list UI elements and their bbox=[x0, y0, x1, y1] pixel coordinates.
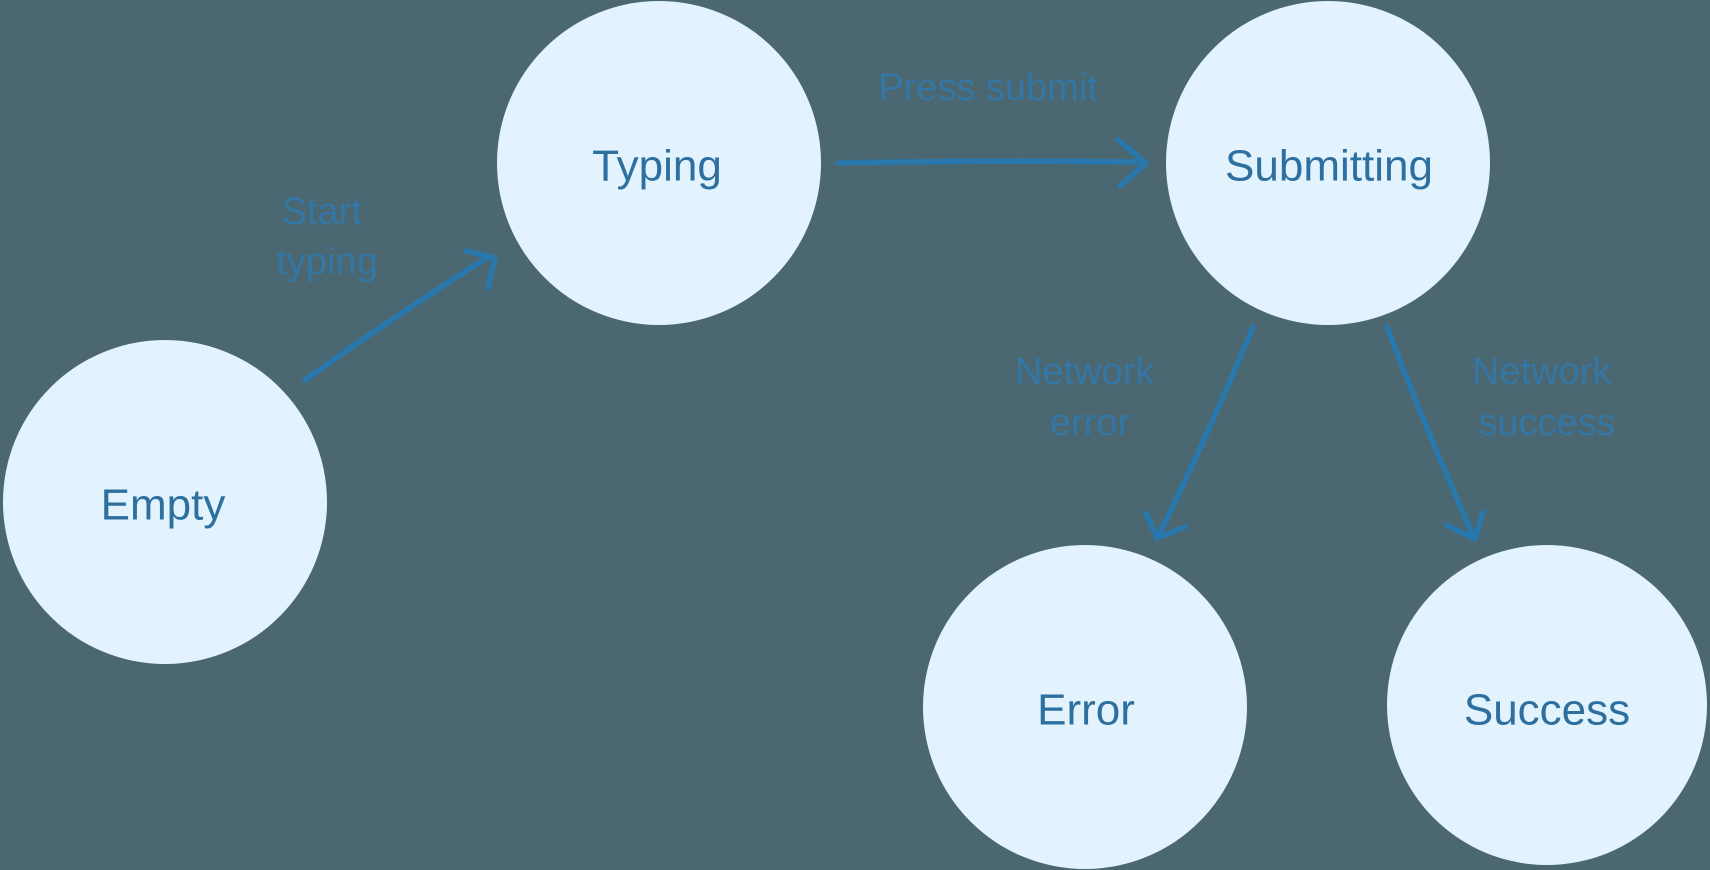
arrow-head bbox=[463, 248, 498, 291]
state-circle-submitting bbox=[1166, 1, 1490, 325]
state-label-typing: Typing bbox=[592, 142, 722, 191]
arrow-head bbox=[1115, 137, 1149, 189]
state-node-empty: Empty bbox=[3, 340, 327, 664]
transition-label-network-success: Network success bbox=[1472, 351, 1622, 444]
state-label-success: Success bbox=[1464, 686, 1630, 735]
arrow-shaft bbox=[1155, 324, 1256, 540]
state-label-error: Error bbox=[1037, 686, 1135, 735]
arrow-shaft bbox=[302, 253, 493, 383]
state-label-submitting: Submitting bbox=[1225, 142, 1433, 191]
arrow-head bbox=[1444, 509, 1486, 542]
state-node-typing: Typing bbox=[497, 1, 821, 325]
state-label-empty: Empty bbox=[101, 481, 226, 530]
arrow-shaft bbox=[1384, 324, 1477, 540]
transition-typing-to-submitting: Press submit bbox=[835, 67, 1149, 189]
arrow-shaft bbox=[835, 158, 1147, 166]
arrow-head bbox=[1143, 510, 1188, 541]
transition-label-start-typing: Start typing bbox=[276, 191, 377, 283]
transition-empty-to-typing: Start typing bbox=[276, 191, 498, 383]
transition-submitting-to-success: Network success bbox=[1384, 324, 1622, 542]
state-circle-success bbox=[1387, 545, 1707, 865]
transition-label-network-error: Network error bbox=[1015, 351, 1165, 444]
state-node-success: Success bbox=[1387, 545, 1707, 865]
transition-submitting-to-error: Network error bbox=[1015, 324, 1256, 541]
state-circle-typing bbox=[497, 1, 821, 325]
state-circle-empty bbox=[3, 340, 327, 664]
state-node-error: Error bbox=[923, 545, 1247, 869]
state-node-submitting: Submitting bbox=[1166, 1, 1490, 325]
state-circle-error bbox=[923, 545, 1247, 869]
transition-label-press-submit: Press submit bbox=[878, 67, 1098, 109]
